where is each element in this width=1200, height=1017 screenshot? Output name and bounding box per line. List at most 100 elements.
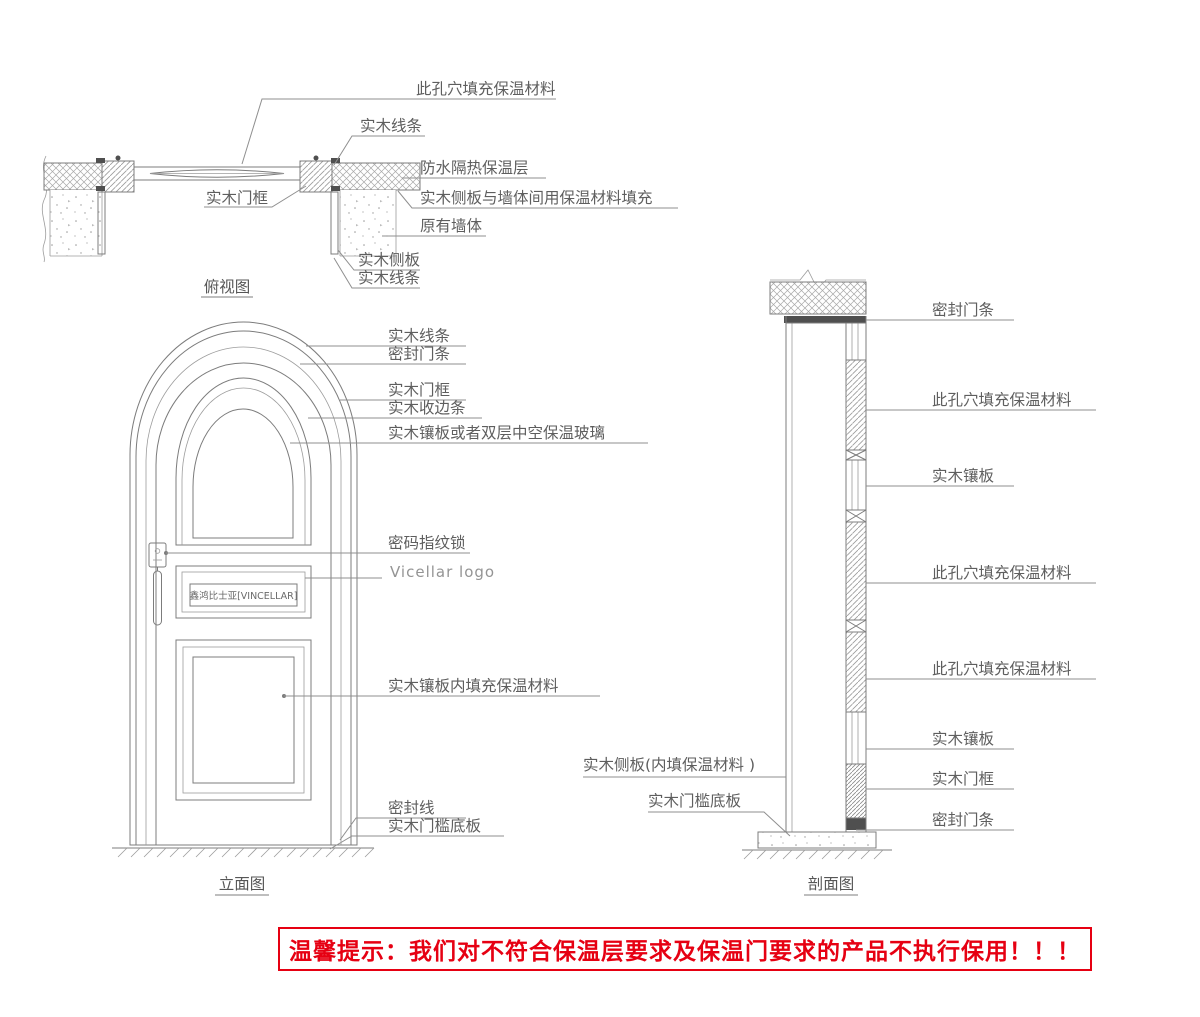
label-elev-lock: 密码指纹锁 — [164, 534, 470, 555]
ground-hatch — [117, 847, 375, 858]
svg-text:此孔穴填充保温材料: 此孔穴填充保温材料 — [932, 660, 1072, 678]
label-sect-cavity-2: 此孔穴填充保温材料 — [866, 564, 1096, 584]
upper-arched-panel-bevel — [192, 408, 294, 539]
top-view-caption: 俯视图 — [201, 278, 253, 298]
svg-text:实木门框: 实木门框 — [206, 189, 268, 207]
elevation-caption: 立面图 — [215, 875, 269, 896]
frame-section-hatch — [846, 764, 866, 818]
svg-text:实木镶板或者双层中空保温玻璃: 实木镶板或者双层中空保温玻璃 — [388, 423, 605, 442]
svg-text:实木收边条: 实木收边条 — [388, 399, 466, 417]
svg-text:此孔穴填充保温材料: 此孔穴填充保温材料 — [932, 391, 1072, 409]
svg-text:实木侧板与墙体间用保温材料填充: 实木侧板与墙体间用保温材料填充 — [420, 189, 653, 207]
assembly-inner-lines — [851, 323, 859, 764]
top-seal-strip — [784, 316, 866, 323]
svg-text:俯视图: 俯视图 — [204, 278, 251, 296]
upper-arched-panel-outer — [175, 377, 312, 546]
section-caption: 剖面图 — [804, 875, 858, 896]
label-sect-threshold: 实木门槛底板 — [648, 792, 791, 837]
threshold-board — [757, 831, 877, 849]
label-elev-frame: 实木门框 — [340, 381, 466, 401]
svg-text:密封门条: 密封门条 — [388, 345, 450, 363]
upper-arched-panel-inner-border — [181, 387, 306, 545]
svg-text:密封门条: 密封门条 — [932, 301, 994, 319]
label-elev-panel-or-glass: 实木镶板或者双层中空保温玻璃 — [290, 423, 648, 444]
left-wall-pier-outline — [49, 190, 103, 257]
svg-text:实木侧板(内填保温材料 ): 实木侧板(内填保温材料 ) — [583, 756, 755, 774]
door-outline-seal — [135, 330, 352, 845]
svg-text:剖面图: 剖面图 — [808, 875, 855, 893]
door-handle — [153, 570, 162, 626]
section-view: 密封门条 此孔穴填充保温材料 实木镶板 此孔穴填充保温材料 此孔穴填充保温材料 … — [583, 269, 1096, 896]
joint-x-marks — [845, 449, 867, 633]
svg-text:实木门框: 实木门框 — [932, 770, 994, 788]
seal-nub — [331, 186, 340, 191]
label-top-cavity: 此孔穴填充保温材料 — [241, 80, 556, 165]
left-side-panel-plan — [97, 191, 106, 255]
svg-text:实木线条: 实木线条 — [388, 327, 450, 345]
label-sect-panel-2: 实木镶板 — [866, 729, 1014, 750]
right-wall-pier — [340, 190, 396, 256]
svg-text:立面图: 立面图 — [219, 875, 266, 893]
door-leaf-edge — [155, 362, 332, 845]
label-sect-frame: 实木门框 — [866, 770, 1014, 790]
logo-plate — [189, 583, 298, 607]
seal-nub — [96, 186, 105, 191]
label-top-waterproof: 防水隔热保温层 — [402, 159, 546, 179]
right-door-frame-section — [299, 160, 333, 193]
label-top-trim-top: 实木线条 — [333, 117, 425, 166]
svg-text:实木侧板: 实木侧板 — [358, 251, 420, 269]
label-elev-edge-strip: 实木收边条 — [308, 399, 482, 419]
elevation-view: 鑫鸿比士亚[VINCELLAR] 实木线条 密封门条 实木门框 实木 — [112, 321, 648, 896]
cavity-2-insulation — [846, 522, 866, 620]
section-ground-hatch — [743, 849, 884, 860]
label-top-wall: 原有墙体 — [382, 217, 486, 237]
lower-panel-mid — [182, 646, 305, 794]
cavity-1-insulation — [846, 360, 866, 450]
label-sect-side-panel: 实木侧板(内填保温材料 ) — [583, 756, 786, 778]
label-top-trim-bottom: 实木线条 — [333, 257, 420, 289]
svg-text:此孔穴填充保温材料: 此孔穴填充保温材料 — [932, 564, 1072, 582]
left-door-frame-section — [101, 160, 135, 193]
assembly-dividers — [786, 322, 866, 833]
svg-text:原有墙体: 原有墙体 — [420, 217, 483, 235]
label-elev-seal-line: 密封线 — [339, 799, 466, 841]
seal-nub — [331, 158, 340, 163]
warning-text: 温馨提示：我们对不符合保温层要求及保温门要求的产品不执行保用！！！ — [289, 939, 1081, 965]
label-sect-cavity-1: 此孔穴填充保温材料 — [866, 391, 1096, 411]
logo-band-outer — [175, 565, 312, 619]
label-top-side-panel: 实木侧板 — [337, 249, 420, 271]
svg-text:实木镶板: 实木镶板 — [932, 466, 994, 485]
svg-text:密封线: 密封线 — [388, 799, 435, 817]
label-elev-logo: Vicellar logo — [305, 563, 494, 581]
svg-text:实木线条: 实木线条 — [360, 117, 422, 135]
door-outline-frame — [145, 346, 342, 845]
bottom-seal-strip — [846, 818, 866, 830]
right-wall-insulation-band — [331, 162, 421, 191]
label-top-frame: 实木门框 — [204, 185, 307, 208]
label-elev-panel-fill: 实木镶板内填充保温材料 — [282, 676, 600, 698]
svg-text:实木门槛底板: 实木门槛底板 — [388, 817, 481, 835]
top-view: 此孔穴填充保温材料 实木线条 防水隔热保温层 实木侧板与墙体间用保温材料填充 原… — [41, 80, 678, 298]
left-wall-pier — [50, 190, 102, 256]
label-sect-seal-top: 密封门条 — [866, 301, 1014, 321]
label-elev-trim: 实木线条 — [306, 327, 466, 347]
svg-text:此孔穴填充保温材料: 此孔穴填充保温材料 — [416, 80, 556, 98]
logo-plate-text: 鑫鸿比士亚[VINCELLAR] — [190, 590, 298, 602]
logo-band-inner — [181, 571, 306, 613]
svg-text:防水隔热保温层: 防水隔热保温层 — [420, 159, 529, 177]
label-sect-cavity-3: 此孔穴填充保温材料 — [866, 660, 1096, 680]
lower-panel-bevel — [192, 656, 295, 784]
svg-text:密码指纹锁: 密码指纹锁 — [388, 534, 466, 552]
label-elev-threshold: 实木门槛底板 — [329, 817, 504, 850]
lower-panel-outer — [175, 639, 312, 801]
right-wall-pier-outline — [339, 190, 397, 257]
seal-nub — [96, 158, 105, 163]
section-break-line — [770, 269, 866, 291]
section-wall-block — [769, 281, 867, 315]
svg-text:实木镶板内填充保温材料: 实木镶板内填充保温材料 — [388, 676, 559, 695]
fingerprint-lock — [148, 542, 167, 626]
label-top-side-fill: 实木侧板与墙体间用保温材料填充 — [397, 189, 678, 209]
svg-text:实木线条: 实木线条 — [358, 269, 420, 287]
pivot-dot — [313, 155, 319, 161]
